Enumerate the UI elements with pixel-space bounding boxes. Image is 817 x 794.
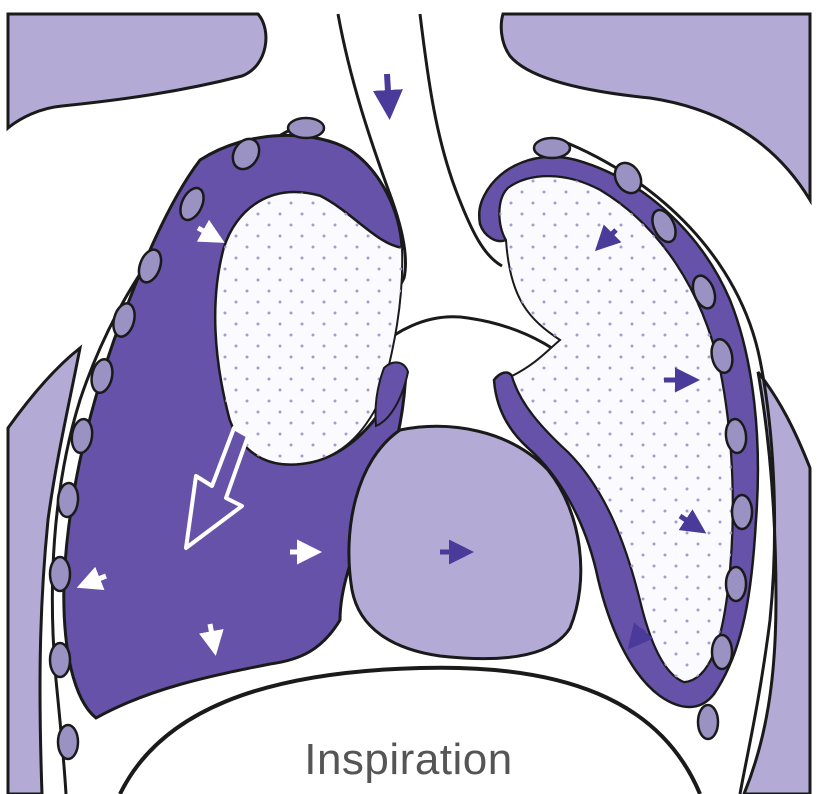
- rib: [698, 705, 718, 739]
- rib: [726, 567, 746, 601]
- down-arrow-icon: [387, 74, 389, 108]
- rib: [712, 635, 732, 669]
- rib: [732, 495, 752, 529]
- rib: [50, 643, 70, 677]
- rib: [288, 118, 324, 138]
- rib: [50, 557, 70, 591]
- rib: [534, 138, 570, 158]
- diagram-caption: Inspiration: [0, 735, 817, 785]
- upper-left-tissue: [8, 14, 266, 128]
